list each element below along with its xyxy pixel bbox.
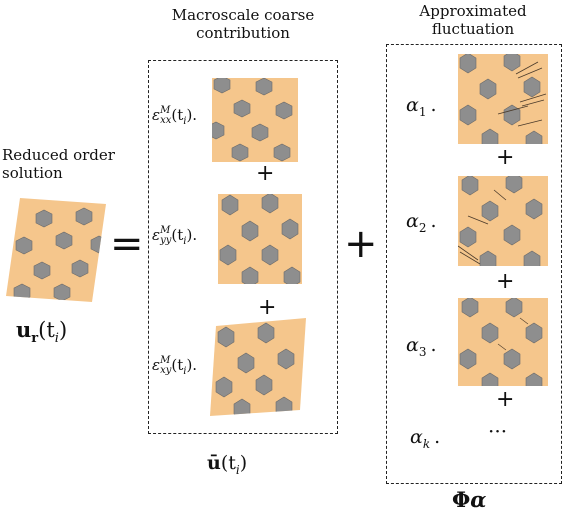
eps-close: ). [186,106,198,124]
footer-alpha: α [470,487,487,512]
eps-arg: (t [171,106,184,124]
eps-sup: M [160,225,171,236]
alpha-sub: 3 [418,344,427,359]
alpha-dot: . [430,334,437,356]
coarse-header: Macroscale coarse contribution [148,6,338,42]
coarse-plus-2: + [258,295,277,320]
eps-arg-sub: i [183,366,187,377]
symbol-arg-sub: i [54,331,59,347]
fluct-ellipsis: ··· [488,419,508,443]
reduced-order-microstructure [6,198,106,302]
fluct-dashed-box [386,44,562,484]
alpha-symbol: α [406,94,419,116]
alpha-dot: . [430,210,437,232]
big-plus-sign: + [344,221,378,267]
eps-arg-sub: i [183,236,187,247]
eps-sub: xy [160,365,172,376]
alpha-symbol: α [410,426,423,448]
eps-sub: xx [160,115,172,126]
coarse-panel-xx [212,78,298,162]
coarse-microstructure-yy [218,194,302,284]
fluct-header: Approximated fluctuation [386,2,560,38]
reduced-order-symbol: ur(ti) [16,318,67,351]
alpha-symbol: α [406,210,419,232]
fluct-panel-2 [458,176,548,266]
fluct-microstructure-3 [458,298,548,386]
coarse-microstructure-xy [210,318,306,416]
eps-sup: M [160,105,171,116]
footer-close: ) [239,452,248,474]
eps-arg: (t [171,356,184,374]
footer-arg: (t [220,452,236,474]
eps-arg: (t [171,226,184,244]
fluct-panel-1 [458,54,548,144]
eps-arg-sub: i [183,116,187,127]
eps-close: ). [186,356,198,374]
alpha-dot: . [430,94,437,116]
symbol-u: u [16,317,32,342]
eps-sup: M [160,355,171,366]
fluct-footer-symbol: Φα [452,488,486,512]
coeff-alpha-1: α1. [406,94,437,123]
reduced-order-caption: Reduced order solution [2,146,115,182]
fluct-microstructure-2 [458,176,548,266]
symbol-close: ) [58,318,68,342]
symbol-r: r [31,331,39,347]
fluct-microstructure-1 [458,54,548,144]
alpha-sub: 2 [418,220,427,235]
fluct-plus-2: + [496,269,515,294]
reduced-order-caption-line1: Reduced order [2,146,115,164]
fluct-plus-1: + [496,145,515,170]
fluct-plus-3: + [496,387,515,412]
fluct-panel-3 [458,298,548,386]
coarse-dashed-box [148,60,338,434]
equals-sign: = [110,221,144,267]
alpha-sub: k [422,436,431,451]
coarse-plus-1: + [256,161,275,186]
coarse-microstructure-xx [212,78,298,162]
coarse-header-line1: Macroscale coarse [171,6,315,24]
symbol-arg: (t [38,318,55,342]
coeff-alpha-2: α2. [406,210,437,239]
footer-arg-sub: i [235,462,240,477]
footer-ubar: ū [207,452,221,474]
fluct-header-line2: fluctuation [431,20,515,38]
reduced-order-caption-line2: solution [2,164,63,182]
coarse-panel-xy [210,318,306,416]
eps-symbol: ε [152,226,161,244]
alpha-dot: . [434,426,441,448]
eps-close: ). [186,226,198,244]
alpha-symbol: α [406,334,419,356]
coarse-footer-symbol: ū(ti) [207,452,247,481]
coeff-alpha-3: α3. [406,334,437,363]
eps-symbol: ε [152,356,161,374]
alpha-sub: 1 [418,104,427,119]
coeff-alpha-k: αk. [410,426,440,455]
fluct-header-line1: Approximated [419,2,527,20]
coarse-header-line2: contribution [196,24,290,42]
footer-phi: Φ [452,487,471,512]
reduced-order-panel [6,196,106,304]
eps-symbol: ε [152,106,161,124]
eps-sub: yy [160,235,172,246]
coarse-panel-yy [218,194,302,284]
